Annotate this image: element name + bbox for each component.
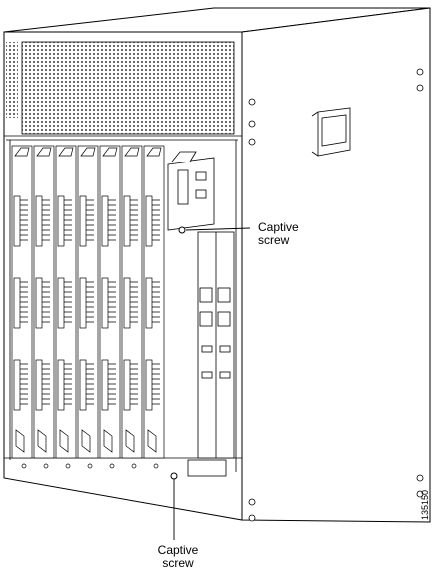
callout-captive-screw-top: Captive screw bbox=[258, 221, 299, 247]
figure-id: 135150 bbox=[420, 489, 430, 520]
callout-top-line2: screw bbox=[258, 233, 290, 247]
captive-screw-bottom bbox=[170, 472, 178, 480]
callout-bottom-line2: screw bbox=[162, 556, 194, 570]
line-card bbox=[11, 145, 33, 469]
line-card bbox=[121, 145, 143, 469]
line-card bbox=[143, 145, 165, 469]
right-modules bbox=[187, 231, 235, 477]
upper-module bbox=[167, 151, 215, 231]
callout-top-line1: Captive bbox=[258, 220, 299, 234]
left-vent-strip bbox=[6, 42, 18, 118]
line-card bbox=[55, 145, 77, 469]
captive-screw-top bbox=[178, 226, 186, 234]
callout-leaders bbox=[173, 227, 251, 540]
front-vent-grille bbox=[21, 41, 235, 135]
callout-bottom-line1: Captive bbox=[157, 543, 199, 557]
line-card bbox=[99, 145, 121, 469]
line-card bbox=[77, 145, 99, 469]
callout-captive-screw-bottom: Captive screw bbox=[150, 544, 206, 570]
side-panel-details bbox=[248, 68, 424, 522]
line-card-slots bbox=[11, 145, 165, 469]
line-card bbox=[33, 145, 55, 469]
